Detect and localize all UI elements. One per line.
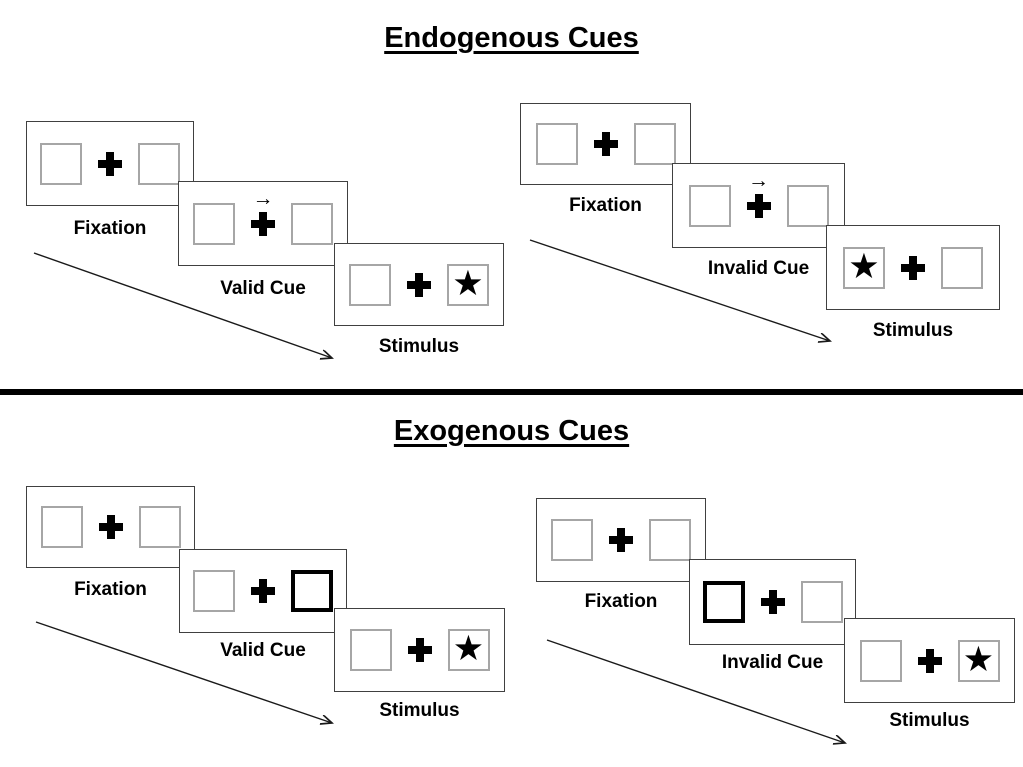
left-box: [193, 570, 235, 612]
fixation-cross-icon: [251, 579, 275, 603]
fixation-panel: [520, 103, 691, 185]
fixation-cross-icon: [746, 193, 771, 218]
center-stack: [402, 264, 436, 306]
fixation-cross-icon: [251, 211, 275, 236]
left-box: [551, 519, 593, 561]
right-box: ★: [447, 263, 489, 306]
left-box: [40, 506, 83, 548]
fixation-cross-icon: [901, 255, 925, 280]
center-stack: [93, 143, 127, 185]
right-box: ★: [957, 639, 1000, 682]
right-box: [138, 142, 180, 185]
section-title-exogenous: Exogenous Cues: [393, 415, 630, 447]
left-box: ★: [843, 246, 885, 289]
panel-label: Fixation: [74, 579, 147, 600]
fixation-panel: [536, 498, 706, 582]
fixation-panel: [26, 486, 195, 568]
cue-arrow-icon: →: [748, 168, 769, 192]
panel-label: Invalid Cue: [721, 652, 824, 673]
panel-label: Valid Cue: [220, 640, 306, 661]
right-box: [138, 506, 181, 548]
right-box: ★: [447, 629, 490, 671]
right-box: [633, 123, 676, 165]
fixation-cross-icon: [609, 528, 633, 552]
timeline-arrow: [35, 621, 347, 738]
panel-label: Stimulus: [378, 336, 460, 357]
fixation-cross-icon: [407, 638, 432, 662]
fixation-cross-icon: [98, 151, 122, 176]
center-stack: [896, 247, 930, 289]
cue-panel: →: [672, 163, 845, 248]
center-stack: [604, 519, 638, 561]
panel-label: Stimulus: [872, 320, 954, 341]
right-box: [291, 570, 333, 612]
stimulus-panel: ★: [844, 618, 1015, 703]
stimulus-panel: ★: [334, 608, 505, 692]
right-box: [941, 246, 983, 289]
stimulus-panel: ★: [826, 225, 1000, 310]
panel-label: Fixation: [584, 591, 658, 612]
center-stack: [94, 506, 128, 548]
right-box: [800, 581, 843, 623]
panel-label: Stimulus: [379, 700, 460, 721]
stimulus-panel: ★: [334, 243, 504, 326]
left-box: [349, 263, 391, 306]
cue-panel: [179, 549, 347, 633]
panel-label: Invalid Cue: [707, 258, 810, 279]
timeline-arrow: [33, 252, 347, 373]
timeline-arrow: [529, 239, 845, 356]
left-box: [40, 142, 82, 185]
center-stack: [913, 640, 947, 682]
cue-arrow-icon: →: [252, 186, 274, 210]
fixation-cross-icon: [760, 590, 785, 614]
right-box: [291, 202, 333, 245]
left-box: [349, 629, 392, 671]
left-box: [535, 123, 578, 165]
center-stack: →: [246, 188, 280, 245]
center-stack: →: [742, 170, 776, 227]
left-box: [193, 202, 235, 245]
left-box: [859, 639, 902, 682]
center-stack: [756, 581, 790, 623]
fixation-cross-icon: [407, 272, 431, 297]
fixation-panel: [26, 121, 194, 206]
fixation-cross-icon: [98, 515, 123, 539]
panel-label: Fixation: [569, 195, 642, 216]
left-box: [702, 581, 745, 623]
right-box: [649, 519, 691, 561]
fixation-cross-icon: [593, 132, 618, 156]
center-stack: [403, 629, 437, 671]
cue-panel: →: [178, 181, 348, 266]
section-divider: [0, 389, 1023, 395]
right-box: [786, 184, 829, 227]
center-stack: [589, 123, 623, 165]
panel-label: Valid Cue: [220, 278, 306, 299]
panel-label: Fixation: [73, 218, 147, 239]
center-stack: [246, 570, 280, 612]
cue-panel: [689, 559, 856, 645]
panel-label: Stimulus: [889, 710, 970, 731]
left-box: [688, 184, 731, 227]
fixation-cross-icon: [917, 648, 942, 673]
section-title-endogenous: Endogenous Cues: [384, 22, 639, 54]
